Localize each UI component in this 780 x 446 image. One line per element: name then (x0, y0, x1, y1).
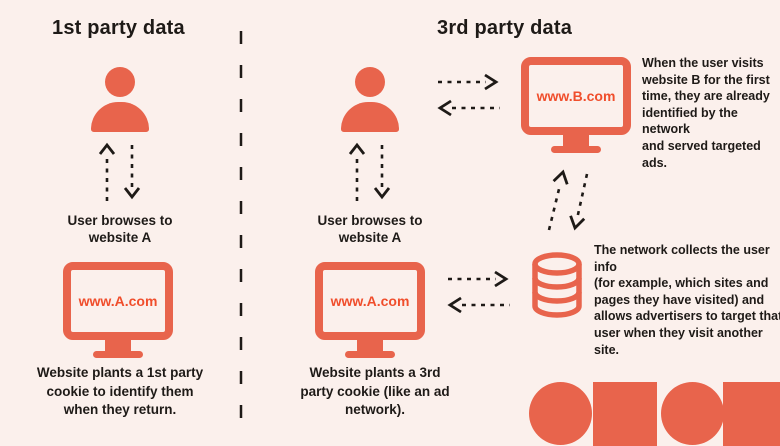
user-icon (91, 67, 149, 132)
left-right-dashed-arrows-icon (447, 270, 510, 314)
third-party-caption: Website plants a 3rd party cookie (like … (300, 365, 450, 417)
logo-square-shape (593, 382, 657, 446)
logo-square-shape (723, 382, 780, 446)
logo-circle-shape (661, 382, 724, 445)
up-down-dashed-arrows-icon (348, 142, 391, 201)
monitor-stand (105, 339, 131, 351)
monitor-stand (357, 339, 383, 351)
user-body (341, 102, 399, 132)
monitor-screen: www.A.com (63, 262, 173, 340)
user-head (105, 67, 135, 97)
monitor-a-third-party: www.A.com (315, 262, 425, 358)
logo-circle-shape (529, 382, 592, 445)
monitor-stand (563, 134, 589, 146)
monitor-base (551, 146, 601, 153)
monitor-base (345, 351, 395, 358)
third-party-heading: 3rd party data (437, 17, 573, 39)
browse-caption: User browses to website A (67, 213, 173, 245)
monitor-a-first-party: www.A.com (63, 262, 173, 358)
diagonal-dashed-arrows-icon (547, 169, 589, 231)
website-url-label: www.A.com (78, 293, 158, 309)
website-b-note: When the user visits website B for the f… (642, 56, 770, 170)
monitor-screen: www.B.com (521, 57, 631, 135)
user-head (355, 67, 385, 97)
monitor-screen: www.A.com (315, 262, 425, 340)
browse-caption: User browses to website A (317, 213, 423, 245)
user-body (91, 102, 149, 132)
monitor-base (93, 351, 143, 358)
user-icon (341, 67, 399, 132)
network-note: The network collects the user info (for … (594, 243, 780, 357)
website-url-label: www.A.com (330, 293, 410, 309)
monitor-b: www.B.com (521, 57, 631, 153)
left-right-dashed-arrows-icon (437, 73, 500, 117)
website-url-label: www.B.com (536, 88, 616, 104)
up-down-dashed-arrows-icon (98, 142, 141, 201)
database-cylinder-icon (532, 252, 582, 318)
section-divider-dashed-line (239, 31, 243, 438)
first-party-heading: 1st party data (52, 17, 185, 39)
first-party-caption: Website plants a 1st party cookie to ide… (36, 365, 204, 417)
